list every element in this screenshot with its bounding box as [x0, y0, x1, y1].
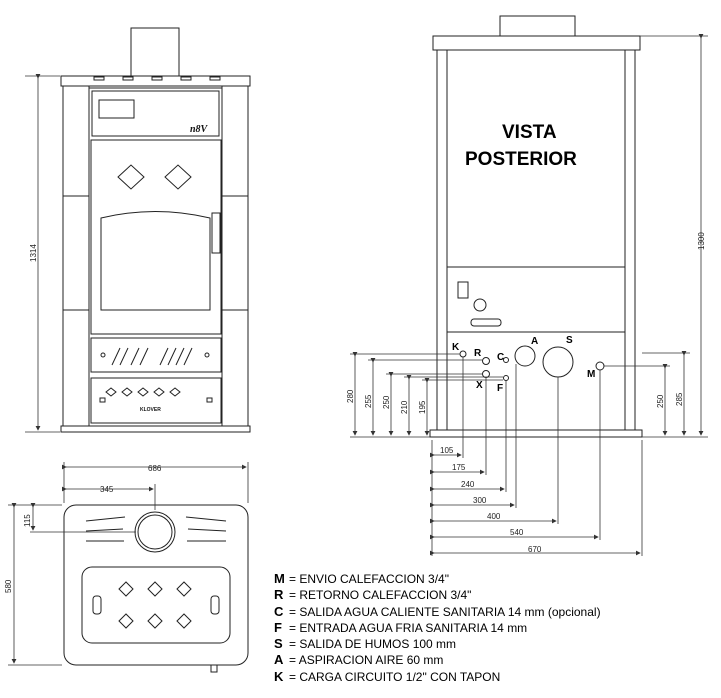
legend-row: A = ASPIRACION AIRE 60 mm — [274, 652, 601, 668]
rear-left-dim-label: 280 — [346, 389, 355, 403]
legend-equals: = — [289, 604, 300, 619]
legend-key: M — [274, 571, 285, 586]
top-offset-value: 345 — [100, 485, 114, 494]
top-view-dimensions — [8, 462, 249, 666]
connection-label-r: R — [474, 348, 482, 359]
legend-row: K = CARGA CIRCUITO 1/2" CON TAPON — [274, 669, 601, 685]
connection-label-c: C — [497, 352, 504, 363]
front-view — [60, 27, 251, 433]
legend-row: S = SALIDA DE HUMOS 100 mm — [274, 636, 601, 652]
rear-left-dim-label: 250 — [382, 395, 391, 409]
legend-equals: = — [289, 637, 300, 652]
rear-bottom-dim-label: 240 — [461, 480, 475, 489]
connection-label-x: X — [476, 380, 483, 391]
legend-key: C — [274, 603, 284, 619]
legend-key: F — [274, 619, 282, 635]
rear-flue-collar — [499, 15, 576, 37]
front-height-dimension — [25, 74, 60, 433]
legend-equals: = — [289, 588, 300, 603]
rear-bottom-dim-label: 400 — [487, 512, 501, 521]
rear-left-dim-label: 255 — [364, 394, 373, 408]
brand-label: n8V — [190, 124, 209, 135]
legend-key: A — [274, 652, 284, 668]
fire-door — [90, 139, 222, 335]
legend-text: CARGA CIRCUITO 1/2" CON TAPON — [299, 669, 501, 684]
legend-row: R = RETORNO CALEFACCION 3/4" — [274, 587, 601, 603]
rear-bottom-dimensions — [430, 357, 643, 556]
legend-key: K — [274, 668, 284, 684]
rear-right-dimensions — [604, 351, 690, 436]
rear-height-dimension — [640, 34, 708, 438]
rear-bottom-dim-label: 175 — [452, 463, 466, 472]
rear-height-value: 1300 — [697, 232, 706, 250]
legend-text: ENTRADA AGUA FRIA SANITARIA 14 mm — [299, 620, 528, 635]
connection-label-a: A — [531, 336, 538, 347]
connection-label-s: S — [566, 335, 573, 346]
front-height-value: 1314 — [29, 244, 38, 262]
connection-label-m: M — [587, 369, 595, 380]
top-width-value: 686 — [148, 464, 162, 473]
legend-key: R — [274, 587, 284, 603]
legend-text: ASPIRACION AIRE 60 mm — [298, 653, 444, 668]
legend-text: ENVIO CALEFACCION 3/4" — [299, 572, 449, 586]
rear-title-line1: VISTA — [502, 122, 557, 143]
ash-drawer — [90, 337, 222, 373]
connection-legend: M = ENVIO CALEFACCION 3/4" R = RETORNO CALE… — [274, 571, 601, 685]
legend-equals: = — [289, 669, 300, 684]
control-display — [98, 99, 135, 119]
legend-key: S — [274, 636, 283, 652]
rear-left-dimensions — [350, 352, 503, 438]
legend-text: RETORNO CALEFACCION 3/4" — [299, 588, 472, 603]
top-view — [63, 504, 249, 673]
legend-row: F = ENTRADA AGUA FRIA SANITARIA 14 mm — [274, 620, 601, 636]
legend-equals: = — [289, 620, 300, 635]
legend-row: M = ENVIO CALEFACCION 3/4" — [274, 571, 601, 587]
logo-text: KLOVER — [140, 407, 161, 413]
front-flue-pipe — [130, 27, 180, 77]
top-flue-outlet — [134, 511, 176, 553]
door-handle[interactable] — [211, 212, 221, 254]
legend-text: SALIDA AGUA CALIENTE SANITARIA 14 mm (op… — [299, 604, 601, 619]
rear-right-dim-label: 250 — [656, 394, 665, 408]
rear-title-line2: POSTERIOR — [465, 149, 577, 170]
legend-row: C = SALIDA AGUA CALIENTE SANITARIA 14 mm … — [274, 604, 601, 620]
rear-right-dim-label: 285 — [675, 392, 684, 406]
rear-bottom-dim-label: 670 — [528, 545, 542, 554]
rear-bottom-dim-label: 540 — [510, 528, 524, 537]
rear-left-dim-label: 210 — [400, 400, 409, 414]
connection-label-f: F — [497, 383, 503, 394]
connection-label-k: K — [452, 342, 460, 353]
top-flue-offset-value: 115 — [23, 514, 32, 527]
legend-equals: = — [289, 572, 300, 586]
top-depth-value: 580 — [4, 579, 13, 593]
rear-bottom-dim-label: 105 — [440, 446, 454, 455]
legend-text: SALIDA DE HUMOS 100 mm — [299, 637, 457, 652]
door-glass — [100, 211, 211, 311]
rear-left-dim-label: 195 — [418, 400, 427, 414]
legend-equals: = — [289, 653, 299, 668]
rear-bottom-dim-label: 300 — [473, 496, 487, 505]
